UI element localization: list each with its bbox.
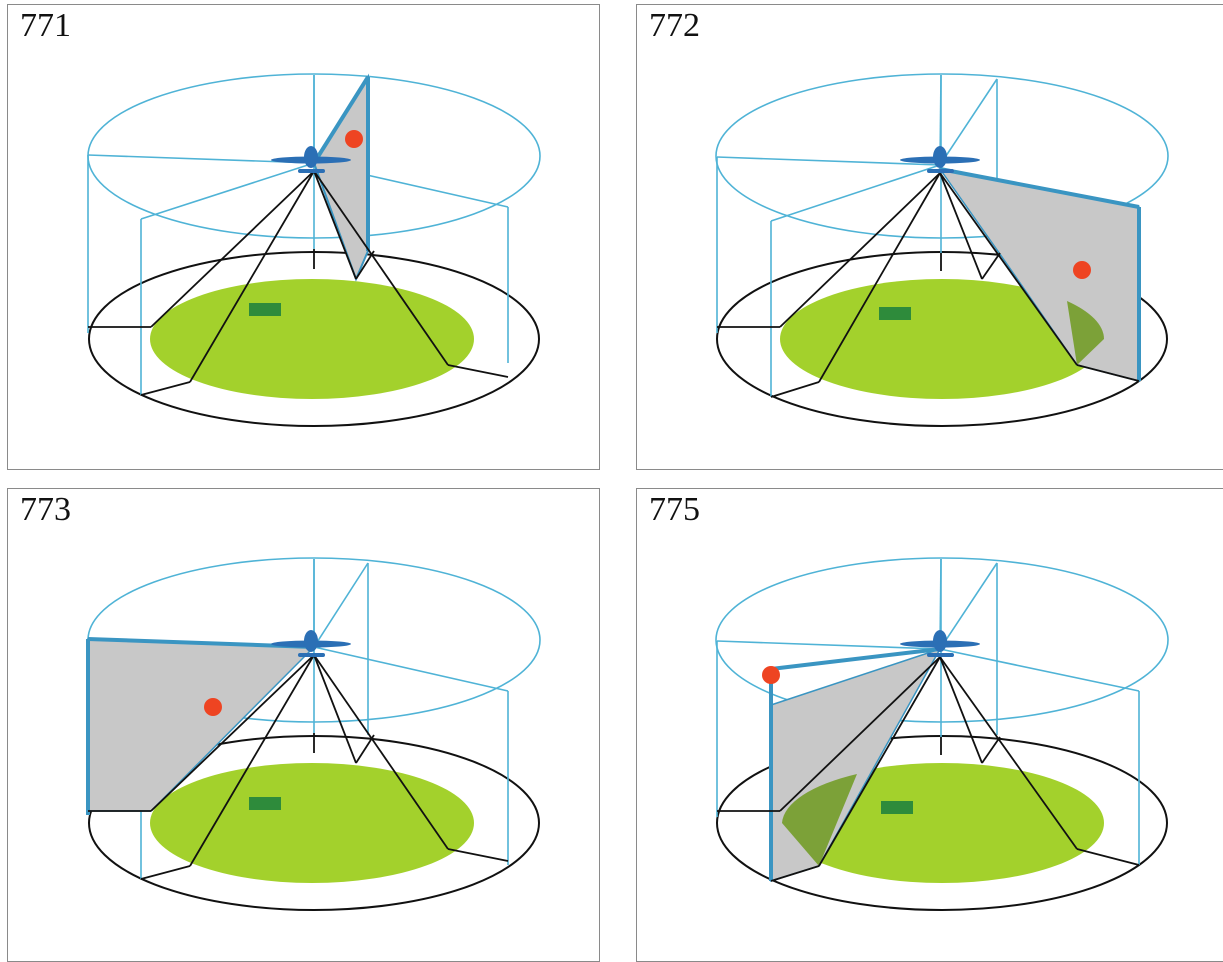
- frame-label: 772: [649, 7, 700, 44]
- cylinder-scene: [87, 73, 541, 427]
- frame-panel-771: 771: [7, 4, 600, 470]
- ground-ring: [716, 251, 1168, 427]
- frame-label: 775: [649, 491, 700, 528]
- cylinder-scene: [715, 73, 1169, 427]
- green-zone: [150, 279, 474, 399]
- drone-icon: [271, 146, 351, 173]
- frame-label: 771: [20, 7, 71, 44]
- red-point-marker: [204, 698, 222, 716]
- scan-slice: [312, 73, 369, 282]
- frame-label: 773: [20, 491, 71, 528]
- drone-icon: [900, 146, 980, 173]
- cylinder-scene: [715, 557, 1169, 911]
- frame-panel-775: 775: [636, 488, 1223, 962]
- drone-icon: [900, 630, 980, 657]
- target-marker: [249, 303, 281, 316]
- red-point-marker: [762, 666, 780, 684]
- green-zone: [150, 763, 474, 883]
- ground-ring: [716, 735, 1168, 911]
- red-point-marker: [345, 130, 363, 148]
- frame-panel-773: 773: [7, 488, 600, 962]
- target-marker: [881, 801, 913, 814]
- frame-panel-772: 772: [636, 4, 1223, 470]
- cylinder-scene: [86, 557, 541, 911]
- drone-icon: [271, 630, 351, 657]
- target-marker: [879, 307, 911, 320]
- target-marker: [249, 797, 281, 810]
- red-point-marker: [1073, 261, 1091, 279]
